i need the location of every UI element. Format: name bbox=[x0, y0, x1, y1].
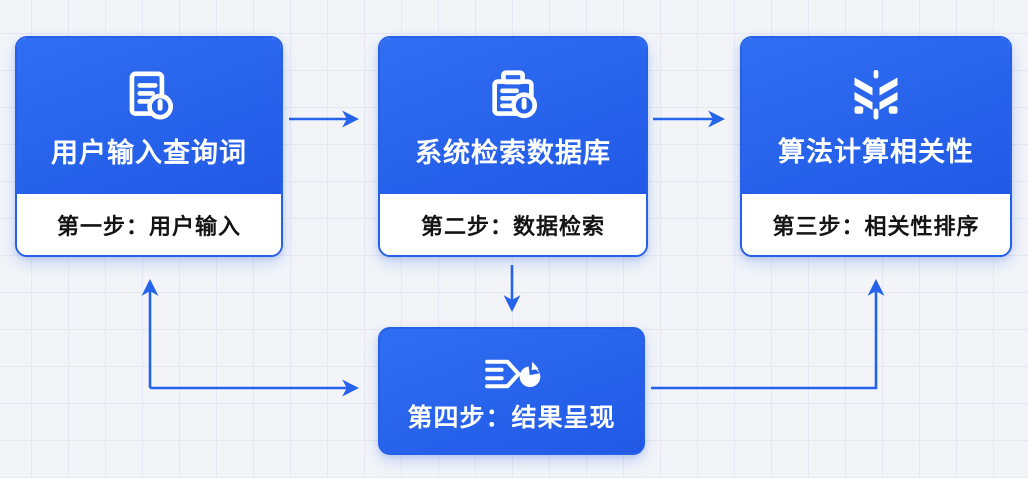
step-card-3: 算法计算相关性 第三步：相关性排序 bbox=[740, 36, 1012, 257]
step-2-title: 系统检索数据库 bbox=[415, 138, 611, 168]
results-output-icon bbox=[484, 359, 540, 389]
step-2-caption: 第二步：数据检索 bbox=[380, 194, 646, 255]
step-1-caption: 第一步：用户输入 bbox=[17, 194, 281, 255]
step-card-4: 第四步：结果呈现 bbox=[378, 327, 645, 455]
ranking-chevrons-icon bbox=[854, 70, 898, 120]
step-3-header: 算法计算相关性 bbox=[742, 38, 1010, 194]
document-status-icon bbox=[129, 71, 174, 120]
arrow-step4-to-step3 bbox=[651, 278, 885, 390]
step-3-title: 算法计算相关性 bbox=[778, 137, 974, 167]
step-1-title: 用户输入查询词 bbox=[51, 138, 247, 168]
step-1-header: 用户输入查询词 bbox=[17, 38, 281, 194]
step-card-1: 用户输入查询词 第一步：用户输入 bbox=[15, 36, 283, 257]
archive-status-icon bbox=[492, 70, 538, 119]
step-3-caption: 第三步：相关性排序 bbox=[742, 194, 1010, 255]
step-card-2: 系统检索数据库 第二步：数据检索 bbox=[378, 36, 648, 257]
step-4-title: 第四步：结果呈现 bbox=[407, 404, 616, 432]
step-2-header: 系统检索数据库 bbox=[380, 38, 646, 194]
